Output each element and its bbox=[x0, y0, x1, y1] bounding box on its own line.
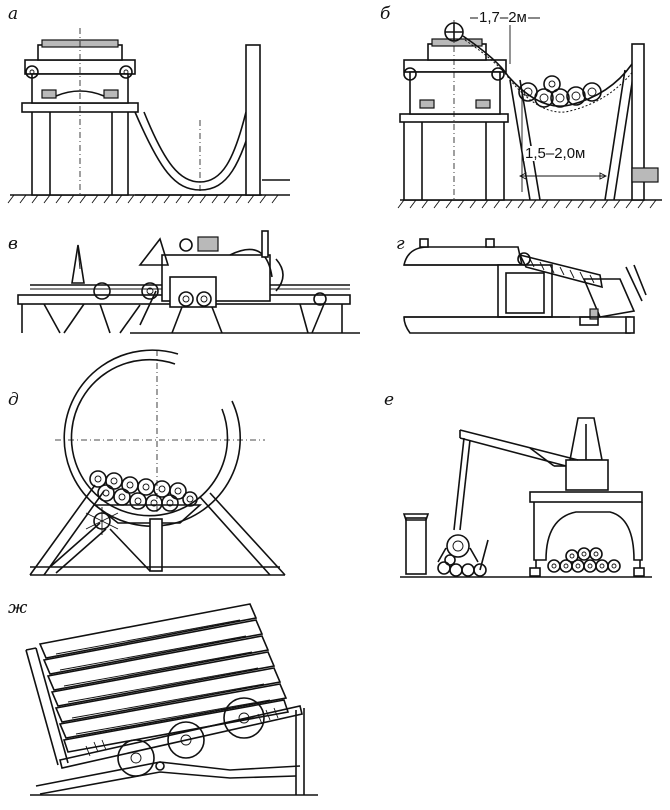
diagram-panel-d bbox=[29, 349, 286, 576]
diagram-panel-zh bbox=[25, 603, 318, 796]
panel-label-g: г bbox=[396, 234, 405, 254]
diagram-panel-g bbox=[403, 238, 647, 334]
dimension-middle: 1,5–2,0м bbox=[524, 145, 587, 162]
diagram-panel-v bbox=[17, 230, 360, 334]
diagram-panel-b bbox=[397, 10, 662, 209]
panel-label-v: в bbox=[8, 234, 18, 254]
panel-label-a: а bbox=[8, 4, 19, 24]
panel-label-e: е bbox=[384, 390, 395, 410]
dimension-top: 1,7–2м bbox=[478, 9, 528, 26]
diagram-panel-e bbox=[400, 417, 652, 578]
panel-label-b: б bbox=[380, 4, 391, 24]
panel-label-zh: ж bbox=[8, 598, 28, 618]
diagram-panel-a bbox=[7, 28, 290, 204]
panel-label-d: д bbox=[8, 390, 19, 410]
